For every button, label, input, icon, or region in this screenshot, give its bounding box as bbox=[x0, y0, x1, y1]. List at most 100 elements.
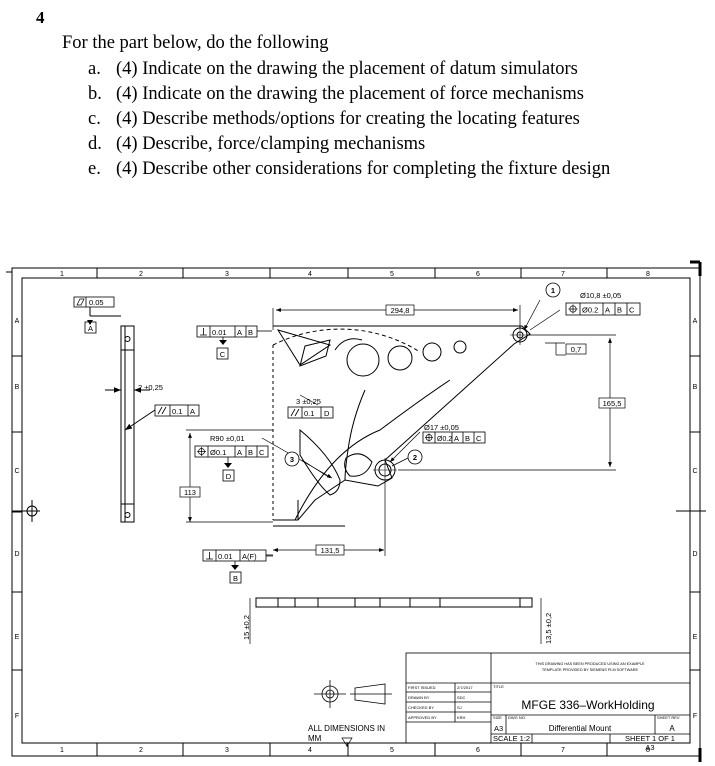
flatness-icon bbox=[76, 298, 85, 306]
fcf-ref: B bbox=[248, 328, 253, 337]
col-label: 7 bbox=[561, 747, 565, 754]
fcf-position-hole17: Ø0.2 A B C bbox=[422, 431, 486, 444]
task-text: (4) Describe other considerations for co… bbox=[116, 159, 611, 179]
col-label: 2 bbox=[139, 747, 143, 754]
tb-value: SDC bbox=[457, 695, 466, 700]
dim-hole17: Ø17 ±0,05 bbox=[424, 423, 459, 432]
datum-label-a: A bbox=[88, 324, 93, 333]
fcf-position-hole108: Ø0.2 A B C bbox=[565, 302, 641, 316]
fcf-value: 0.1 bbox=[304, 409, 314, 418]
fcf-parallel-mid: 0.1 D bbox=[287, 406, 334, 419]
fcf-ref: D bbox=[324, 409, 330, 418]
col-label: 6 bbox=[476, 747, 480, 754]
col-label: 4 bbox=[308, 271, 312, 278]
task-letter: e. bbox=[88, 159, 101, 179]
fcf-ref: B bbox=[465, 434, 470, 443]
question-number: 4 bbox=[36, 8, 45, 27]
dim-hole108: Ø10,8 ±0,05 bbox=[580, 291, 621, 300]
col-label: 1 bbox=[60, 747, 64, 754]
perpendicularity-icon bbox=[206, 552, 213, 560]
task-letter: d. bbox=[88, 134, 102, 154]
title-block-note: THIS DRAWING HAS BEEN PRODUCED USING AN … bbox=[535, 662, 645, 666]
tb-size-label: SIZE bbox=[493, 715, 502, 720]
tb-dwg-no: Differential Mount bbox=[549, 724, 612, 733]
projection-symbol-icon bbox=[314, 680, 392, 708]
parallelism-icon bbox=[157, 406, 167, 415]
row-label: C bbox=[14, 468, 19, 475]
tb-dwg-label: DWG NO. bbox=[508, 715, 526, 720]
row-label: D bbox=[692, 551, 697, 558]
row-label: E bbox=[693, 634, 698, 641]
task-item: b. (4) Indicate on the drawing the placem… bbox=[88, 82, 610, 107]
datum-label-b: B bbox=[233, 574, 238, 583]
dim-113: 113 bbox=[184, 488, 196, 497]
row-label: D bbox=[14, 551, 19, 558]
fcf-value: 0.01 bbox=[212, 328, 227, 337]
task-item: d. (4) Describe, force/clamping mechanism… bbox=[88, 132, 610, 157]
parallelism-icon bbox=[290, 408, 300, 417]
title-block-note2: TEMPLATE PROVIDED BY SIEMENS PLM SOFTWAR… bbox=[542, 668, 639, 672]
datum-label-c: C bbox=[220, 350, 226, 359]
fcf-value: 0.1 bbox=[172, 407, 182, 416]
dim-131: 131,5 bbox=[321, 546, 340, 555]
fcf-ref: A bbox=[237, 328, 242, 337]
row-label: B bbox=[15, 384, 20, 391]
dim-labels: 294,8 165,5 131,5 113 0,7 3 ±0,25 R90 ±0… bbox=[179, 291, 626, 556]
col-label: 7 bbox=[561, 271, 565, 278]
tb-label: APPROVED BY bbox=[408, 715, 437, 720]
row-label: A bbox=[15, 318, 20, 325]
grid-labels: 1 2 3 4 5 6 7 8 1 2 3 4 5 6 7 8 A B C D … bbox=[14, 271, 697, 754]
tb-paper: A3 bbox=[645, 743, 654, 752]
row-label: E bbox=[15, 634, 20, 641]
tb-label: FIRST ISSUED bbox=[408, 685, 436, 690]
task-item: e. (4) Describe other considerations for … bbox=[88, 157, 610, 182]
fcf-ref: A(F) bbox=[242, 552, 257, 561]
task-list: a.(4) Indicate on the drawing the placem… bbox=[88, 57, 610, 182]
task-text: (4) Describe, force/clamping mechanisms bbox=[116, 134, 426, 154]
fcf-ref: C bbox=[629, 306, 635, 315]
fcf-ref: C bbox=[476, 434, 482, 443]
units-note-line2: MM bbox=[308, 734, 322, 743]
tb-size: A3 bbox=[494, 724, 503, 733]
units-note-line1: ALL DIMENSIONS IN bbox=[308, 724, 385, 733]
callout-2: 2 bbox=[413, 453, 417, 462]
task-item: a.(4) Indicate on the drawing the placem… bbox=[88, 57, 610, 82]
dim-294: 294,8 bbox=[391, 306, 410, 315]
callout-1: 1 bbox=[551, 286, 555, 295]
side-view bbox=[89, 308, 156, 523]
fcf-value: 0.01 bbox=[218, 552, 233, 561]
col-label: 5 bbox=[390, 747, 394, 754]
col-label: 3 bbox=[225, 747, 229, 754]
fcf-ref: B bbox=[248, 448, 253, 457]
tb-sheet: SHEET 1 OF 1 bbox=[625, 734, 675, 743]
row-label: A bbox=[693, 318, 698, 325]
task-text: (4) Indicate on the drawing the placemen… bbox=[116, 59, 578, 79]
row-label: F bbox=[693, 713, 697, 720]
dim-2: 2 ±0,25 bbox=[138, 383, 163, 392]
row-label: C bbox=[692, 468, 697, 475]
position-icon bbox=[197, 447, 206, 456]
col-label: 3 bbox=[225, 271, 229, 278]
dim-135: 13,5 ±0,2 bbox=[544, 613, 553, 644]
tb-title-label: TITLE bbox=[493, 684, 504, 689]
tb-value: 2/7/2017 bbox=[457, 685, 473, 690]
col-label: 4 bbox=[308, 747, 312, 754]
fcf-position-r90: Ø0.1 A B C D bbox=[194, 445, 269, 482]
col-label: 6 bbox=[476, 271, 480, 278]
units-note: ALL DIMENSIONS IN MM bbox=[308, 724, 385, 743]
fcf-perpendicular-c: 0.01 A B C bbox=[196, 325, 272, 360]
task-letter: b. bbox=[88, 84, 102, 104]
grid-ticks bbox=[12, 268, 700, 756]
title-block: THIS DRAWING HAS BEEN PRODUCED USING AN … bbox=[405, 652, 691, 752]
col-label: 1 bbox=[60, 271, 64, 278]
tb-label: CHECKED BY bbox=[408, 705, 434, 710]
fcf-ref: C bbox=[259, 448, 265, 457]
fcf-ref: A bbox=[190, 407, 195, 416]
col-label: 8 bbox=[646, 747, 650, 754]
tb-rev: A bbox=[669, 724, 675, 733]
dim-3: 3 ±0,25 bbox=[296, 397, 321, 406]
fcf-flatness: 0.05 A bbox=[73, 296, 115, 334]
task-text: (4) Indicate on the drawing the placemen… bbox=[116, 84, 584, 104]
dim-07: 0,7 bbox=[571, 345, 581, 354]
col-label: 5 bbox=[390, 271, 394, 278]
